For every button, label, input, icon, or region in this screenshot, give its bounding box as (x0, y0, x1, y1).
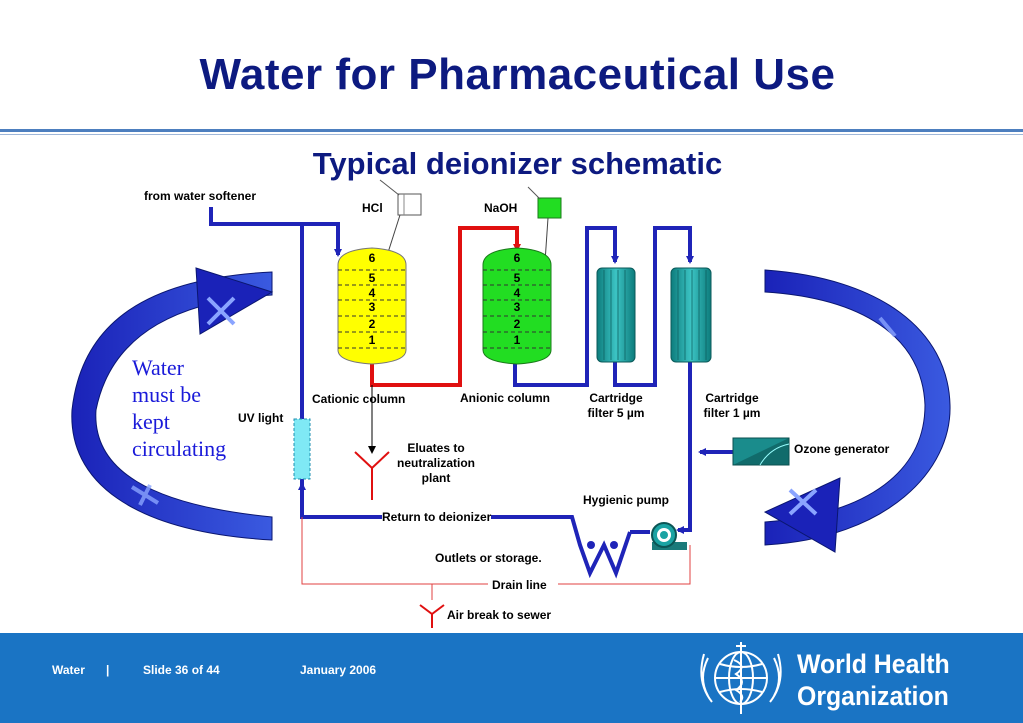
who-wordmark: World Health Organization (797, 648, 950, 712)
footer-section: Water (52, 663, 85, 677)
label-line: plant (421, 471, 451, 485)
note-line: must be (132, 382, 202, 407)
label-naoh: NaOH (484, 201, 518, 215)
org-name-line: World Health (797, 649, 950, 679)
level-label: 1 (514, 333, 521, 347)
level-label: 6 (514, 251, 521, 265)
level-label: 2 (369, 317, 376, 331)
label-line: Cartridge (705, 391, 759, 405)
label-eluates: Eluates to neutralization plant (384, 441, 488, 486)
naoh-tank (527, 186, 562, 219)
footer-separator: | (106, 663, 110, 677)
title-divider-thin (0, 134, 1023, 135)
level-label: 2 (514, 317, 521, 331)
footer-date: January 2006 (300, 663, 377, 677)
label-hcl: HCl (362, 201, 383, 215)
note-line: Water (132, 355, 184, 380)
title-divider (0, 129, 1023, 132)
note-line: circulating (132, 436, 227, 461)
label-line: Cartridge (589, 391, 643, 405)
label-air-break: Air break to sewer (447, 608, 552, 622)
eluates-line (354, 385, 390, 500)
label-return-to-deionizer: Return to deionizer (382, 510, 492, 525)
drain-line (301, 517, 691, 628)
level-label: 5 (514, 271, 521, 285)
ozone-generator (732, 437, 790, 466)
note-line: kept (132, 409, 170, 434)
label-uv-light: UV light (238, 411, 284, 425)
cationic-column: 6 5 4 3 2 1 (337, 247, 407, 365)
outlet-valve (610, 541, 618, 549)
outlets-loop (565, 515, 632, 579)
org-name-line: Organization (797, 681, 949, 711)
slide-subtitle: Typical deionizer schematic (312, 146, 723, 181)
level-label: 4 (514, 286, 521, 300)
transfer-pipe (370, 226, 521, 387)
level-label: 1 (369, 333, 376, 347)
level-label: 3 (369, 300, 376, 314)
label-anionic-column: Anionic column (460, 391, 550, 405)
label-cartridge-filter-1um: Cartridge filter 1 µm (694, 391, 770, 421)
label-drain-line: Drain line (492, 578, 547, 592)
hygienic-pump (651, 522, 687, 550)
level-label: 5 (369, 271, 376, 285)
level-label: 3 (514, 300, 521, 314)
uv-light (293, 418, 311, 480)
slide-title: Water for Pharmaceutical Use (199, 50, 836, 99)
anionic-column: 6 5 4 3 2 1 (482, 247, 552, 365)
cartridge-filter-1um (670, 267, 712, 363)
footer-slide-number: Slide 36 of 44 (143, 663, 220, 677)
level-label: 4 (369, 286, 376, 300)
label-hygienic-pump: Hygienic pump (583, 493, 670, 507)
who-emblem-icon (700, 642, 782, 714)
level-label: 6 (369, 251, 376, 265)
label-outlets: Outlets or storage. (435, 551, 542, 565)
label-line: neutralization (396, 456, 475, 470)
label-from-water-softener: from water softener (144, 189, 257, 203)
label-line: Eluates to (407, 441, 465, 455)
label-cationic-column: Cationic column (312, 392, 406, 406)
circulation-note: Water must be kept circulating (132, 354, 226, 462)
footer-bar (0, 633, 1023, 723)
label-cartridge-filter-5um: Cartridge filter 5 µm (578, 391, 654, 421)
circulation-arrow-right (763, 269, 951, 553)
outlet-valve (587, 541, 595, 549)
cartridge-filter-5um (596, 267, 636, 363)
label-line: filter 1 µm (703, 406, 761, 420)
circulation-arrow-left (71, 267, 274, 541)
label-line: filter 5 µm (587, 406, 645, 420)
label-ozone-generator: Ozone generator (794, 442, 890, 456)
hcl-tank (379, 179, 422, 216)
